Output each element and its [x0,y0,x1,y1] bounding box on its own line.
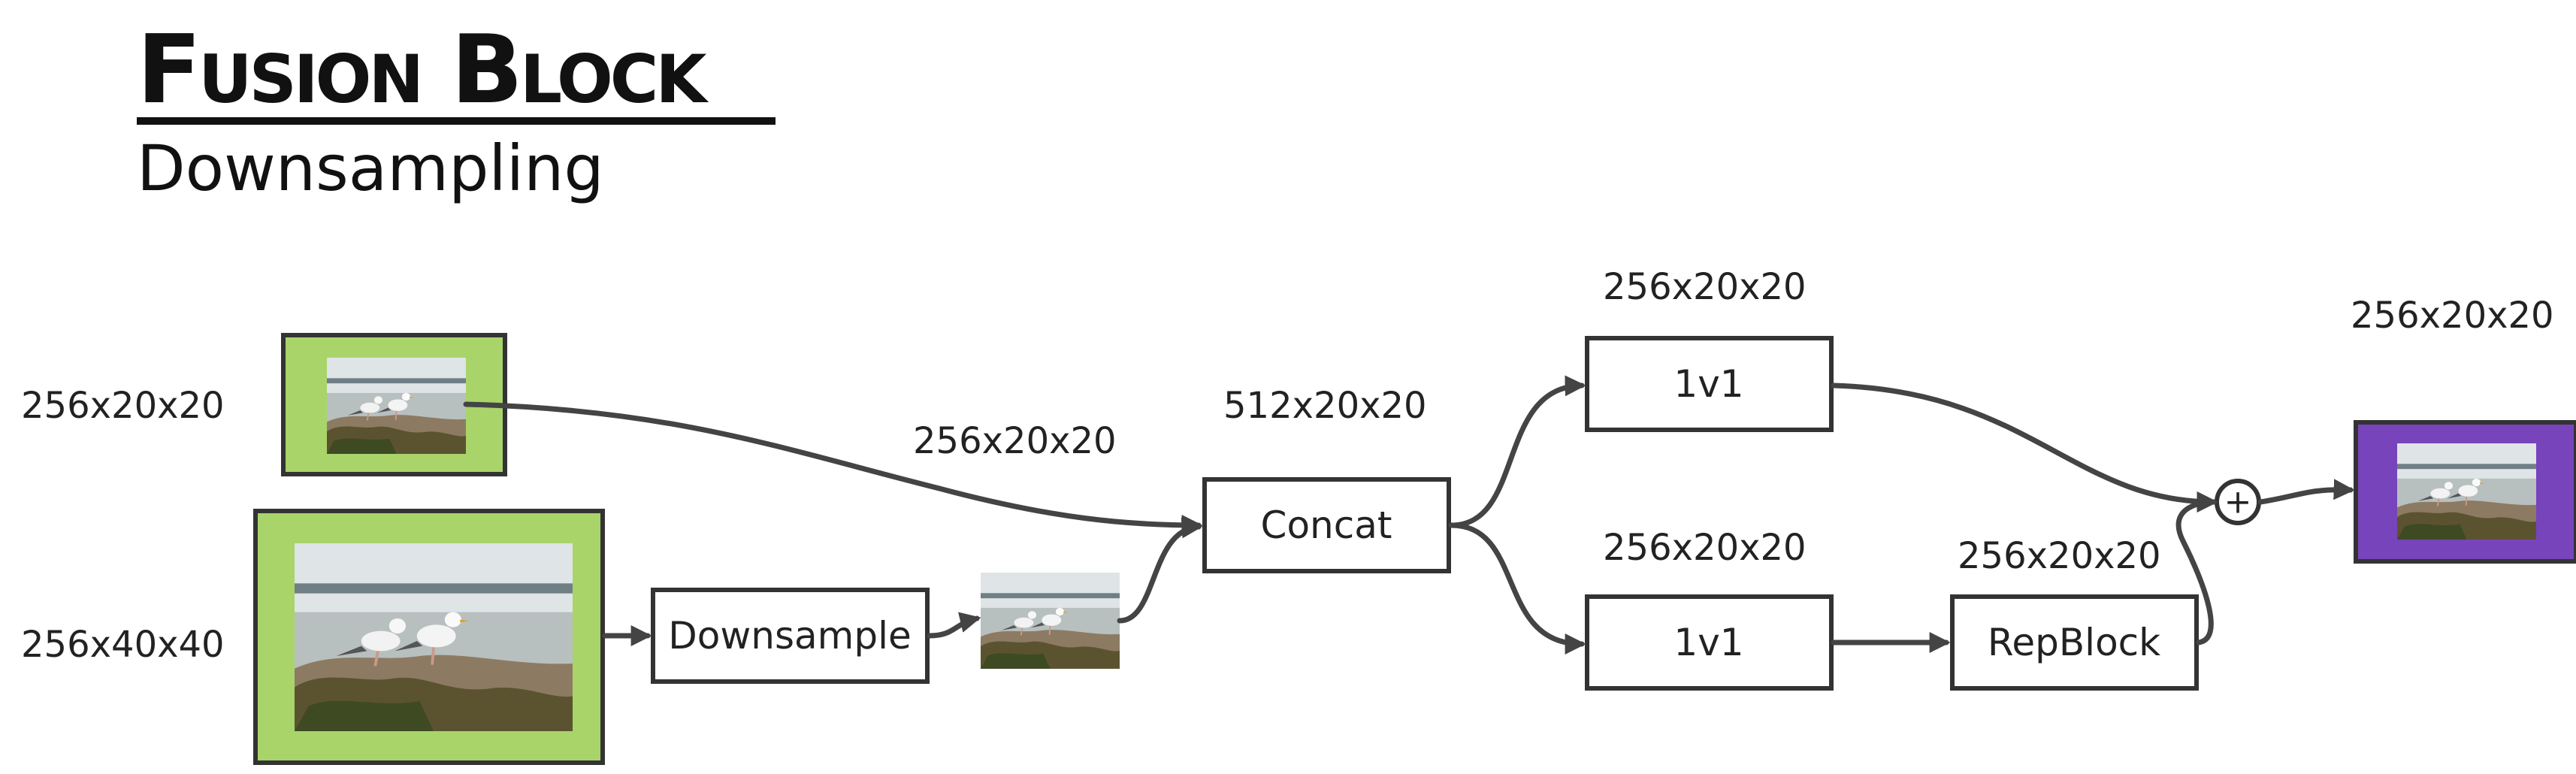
edge-concat-to-top [1448,375,1586,528]
conv-1v1-top-node: 1v1 [1585,336,1834,432]
edge-concat-to-bottom [1448,522,1586,655]
branch-bottom-size-label: 256x20x20 [1603,527,1807,569]
output-feature-map [2354,420,2576,564]
seagull-image-icon [2397,443,2536,540]
input-small-size-label: 256x20x20 [21,385,225,427]
edge-repblock-to-add [2175,491,2218,646]
add-node: + [2215,479,2261,525]
repblock-size-label: 256x20x20 [1958,535,2161,577]
repblock-label: RepBlock [1988,621,2160,664]
add-symbol: + [2224,483,2252,522]
downsampled-image-icon [981,573,1120,669]
seagull-image-icon [327,358,466,454]
input-large-feature-map [253,509,605,765]
conv-bottom-label: 1v1 [1673,621,1743,664]
page-subtitle: Downsampling [137,132,604,205]
edge-image-to-concat [1117,517,1203,624]
top-path-size-label: 256x20x20 [913,420,1117,462]
edge-downsample-to-image [927,612,981,639]
edge-top-to-add [1831,382,2218,512]
concat-node: Concat [1202,477,1451,573]
downsample-label: Downsample [668,614,911,658]
seagull-image-icon [295,543,573,731]
page-title: Fusion Block [137,14,707,125]
concat-label: Concat [1261,503,1392,547]
conv-top-label: 1v1 [1673,362,1743,406]
input-large-size-label: 256x40x40 [21,624,225,666]
title-underline [137,117,776,125]
branch-top-size-label: 256x20x20 [1603,266,1807,308]
downsample-node: Downsample [651,588,930,684]
concat-size-label: 512x20x20 [1223,385,1427,427]
edge-add-to-output [2257,479,2355,505]
conv-1v1-bottom-node: 1v1 [1585,594,1834,691]
edge-small-to-concat [463,401,1203,536]
output-size-label: 256x20x20 [2351,295,2554,337]
repblock-node: RepBlock [1950,594,2199,691]
